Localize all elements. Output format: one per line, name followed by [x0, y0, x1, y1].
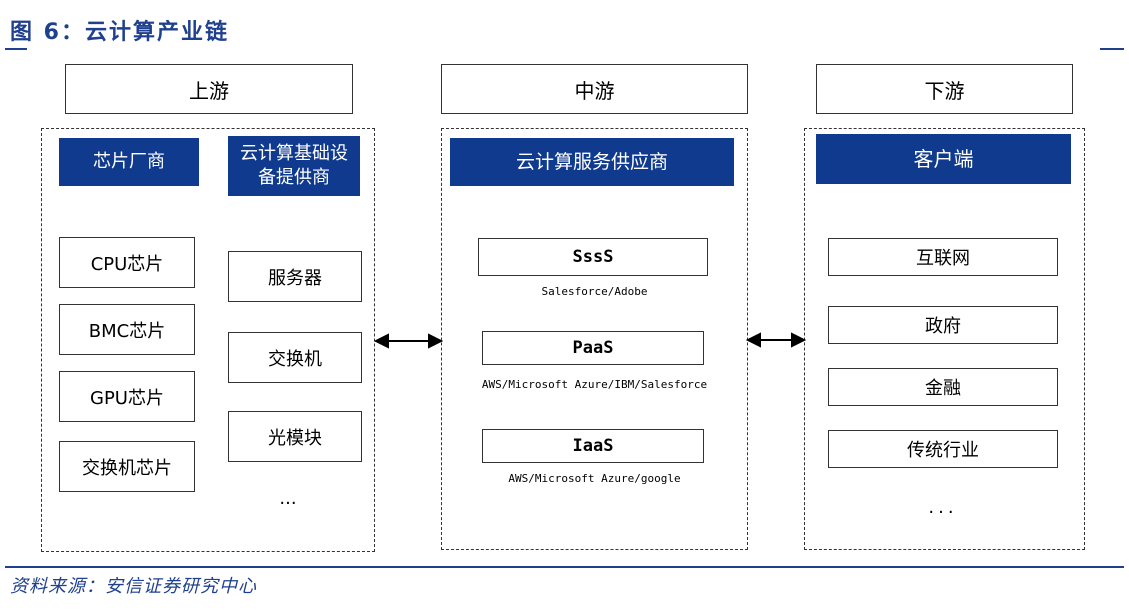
figure-title: 图 6：云计算产业链 [10, 20, 229, 45]
midstream-header: 中游 [441, 64, 748, 114]
chip-makers-label: 芯片厂商 [59, 138, 199, 186]
client-item: 互联网 [828, 238, 1058, 276]
cloud-provider-label: 云计算服务供应商 [450, 138, 734, 186]
source-note: 资料来源：安信证券研究中心 [10, 576, 257, 597]
double-arrow-icon [745, 332, 807, 348]
equipment-item: 服务器 [228, 251, 362, 302]
service-vendors-paas: AWS/Microsoft Azure/IBM/Salesforce [481, 378, 708, 391]
client-item: 政府 [828, 306, 1058, 344]
service-vendors-iaas: AWS/Microsoft Azure/google [508, 472, 681, 485]
client-item: 传统行业 [828, 430, 1058, 468]
chip-item: BMC芯片 [59, 304, 195, 355]
service-box-saas: SssS [478, 238, 708, 276]
footer-rule [5, 566, 1124, 568]
service-box-paas: PaaS [482, 331, 704, 365]
equipment-item: 光模块 [228, 411, 362, 462]
service-box-iaas: IaaS [482, 429, 704, 463]
client-ellipsis: ... [928, 497, 958, 518]
equipment-item: 交换机 [228, 332, 362, 383]
title-rule-right [1100, 48, 1124, 50]
infra-providers-label: 云计算基础设备提供商 [228, 136, 360, 196]
upstream-header: 上游 [65, 64, 353, 114]
chip-item: 交换机芯片 [59, 441, 195, 492]
equipment-ellipsis: ... [279, 488, 297, 509]
client-item: 金融 [828, 368, 1058, 406]
service-vendors-saas: Salesforce/Adobe [541, 285, 648, 298]
downstream-header: 下游 [816, 64, 1073, 114]
chip-item: CPU芯片 [59, 237, 195, 288]
client-label: 客户端 [816, 134, 1071, 184]
chip-item: GPU芯片 [59, 371, 195, 422]
title-rule-left [5, 48, 27, 50]
double-arrow-icon [373, 333, 444, 349]
